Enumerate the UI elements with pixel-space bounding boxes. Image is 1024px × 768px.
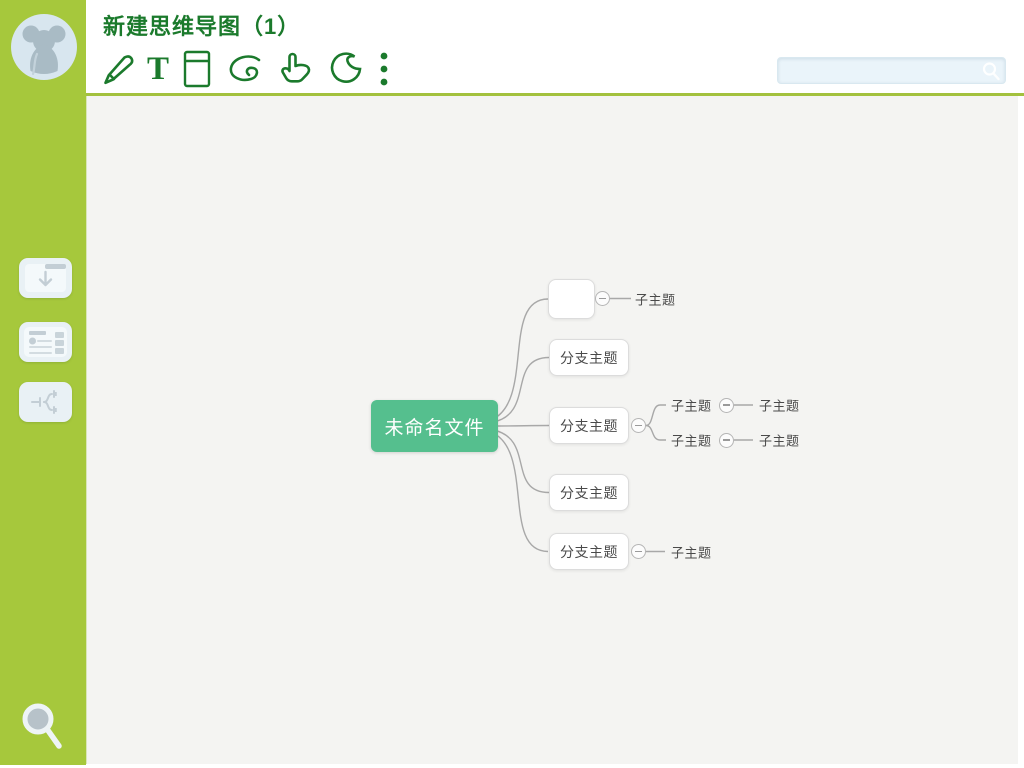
- subtopic-branch3-child-1[interactable]: 子主题: [671, 398, 712, 414]
- branch-node-5-label: 分支主题: [560, 543, 618, 560]
- branch-node-1-empty[interactable]: [548, 279, 595, 319]
- app-logo[interactable]: [11, 14, 77, 80]
- shape-icon[interactable]: [326, 49, 366, 89]
- pencil-icon[interactable]: [101, 51, 134, 88]
- mindmap-structure-icon: [31, 390, 57, 414]
- header: 新建思维导图（1） T: [86, 0, 1024, 96]
- subtopic-branch3-child-2[interactable]: 子主题: [671, 433, 712, 449]
- mindmap-canvas[interactable]: 未命名文件 分支主题 分支主题 分支主题 分支主题 子主题 子主题 子主题 子主…: [86, 96, 1018, 764]
- search-field-icon: [980, 60, 1002, 87]
- toolbar: T: [101, 47, 389, 91]
- more-menu-icon[interactable]: [379, 51, 389, 87]
- collapse-button-branch-3[interactable]: [630, 418, 646, 433]
- collapse-button-subtopic-1[interactable]: [718, 397, 734, 413]
- curve-icon[interactable]: [225, 53, 265, 85]
- branch-node-4-label: 分支主题: [560, 484, 618, 501]
- header-search: [777, 57, 1006, 84]
- branch-node-3-label: 分支主题: [560, 417, 618, 434]
- branch-node-4[interactable]: 分支主题: [549, 474, 629, 511]
- connector-lines: [490, 297, 753, 553]
- root-node-label: 未命名文件: [384, 417, 485, 439]
- card-list-icon: [24, 327, 67, 357]
- sidebar-item-cards[interactable]: [19, 322, 72, 362]
- search-input[interactable]: [777, 57, 1006, 84]
- search-icon: [22, 703, 62, 749]
- collapse-button-subtopic-2[interactable]: [718, 432, 734, 448]
- branch-node-3[interactable]: 分支主题: [549, 407, 629, 444]
- sidebar-search-button[interactable]: [12, 694, 70, 756]
- subtopic-branch3-grandchild-1[interactable]: 子主题: [759, 398, 800, 414]
- mouse-logo-icon: [11, 14, 77, 80]
- branch-node-2[interactable]: 分支主题: [549, 339, 629, 376]
- sidebar-item-download[interactable]: [19, 258, 72, 298]
- download-folder-icon: [25, 264, 66, 292]
- document-title: 新建思维导图（1）: [103, 14, 301, 39]
- sidebar-item-mindmap[interactable]: [19, 382, 72, 422]
- subtopic-of-branch-1[interactable]: 子主题: [635, 292, 676, 307]
- subtopic-of-branch-5[interactable]: 子主题: [671, 545, 712, 560]
- collapse-button-branch-5[interactable]: [630, 544, 646, 559]
- note-icon[interactable]: [182, 49, 212, 89]
- sidebar: [0, 0, 86, 765]
- branch-node-5[interactable]: 分支主题: [549, 533, 629, 570]
- text-icon[interactable]: T: [147, 51, 170, 87]
- hand-pointer-icon[interactable]: [278, 50, 313, 88]
- collapse-button-branch-1[interactable]: [594, 291, 610, 306]
- branch-node-2-label: 分支主题: [560, 349, 618, 366]
- subtopic-branch3-grandchild-2[interactable]: 子主题: [759, 433, 800, 449]
- root-node[interactable]: 未命名文件: [371, 400, 498, 452]
